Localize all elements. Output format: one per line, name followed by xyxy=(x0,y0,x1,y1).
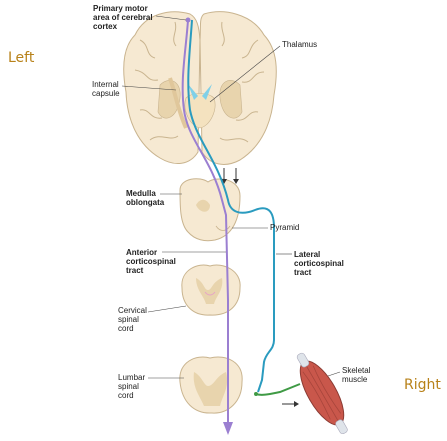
label-primary-motor-area: Primary motor area of cerebral cortex xyxy=(93,4,153,31)
medulla-section xyxy=(180,179,240,241)
label-anterior-corticospinal-tract: Anterior corticospinal tract xyxy=(126,248,176,275)
motor-neuron-path xyxy=(256,384,300,395)
anterior-tract-arrowhead xyxy=(223,422,233,435)
leader-skeletal xyxy=(328,372,340,376)
muscle-arrow-head xyxy=(294,401,299,407)
label-lumbar-spinal-cord: Lumbar spinal cord xyxy=(118,373,145,400)
leader-cervical xyxy=(148,306,186,312)
right-side-label: Right xyxy=(404,377,441,393)
cervical-cord-section xyxy=(182,265,240,315)
label-cervical-spinal-cord: Cervical spinal cord xyxy=(118,306,147,333)
label-lateral-corticospinal-tract: Lateral corticospinal tract xyxy=(294,250,344,277)
left-side-label: Left xyxy=(8,50,34,66)
motor-neuron-body xyxy=(254,392,258,396)
label-internal-capsule: Internal capsule xyxy=(92,80,120,98)
cortex-neuron xyxy=(186,18,191,23)
label-thalamus: Thalamus xyxy=(282,40,317,49)
skeletal-muscle-illustration xyxy=(287,347,357,440)
label-skeletal-muscle: Skeletal muscle xyxy=(342,366,370,384)
label-pyramid: Pyramid xyxy=(270,223,299,232)
lumbar-cord-section xyxy=(180,357,242,413)
label-medulla-oblongata: Medulla oblongata xyxy=(126,189,164,207)
